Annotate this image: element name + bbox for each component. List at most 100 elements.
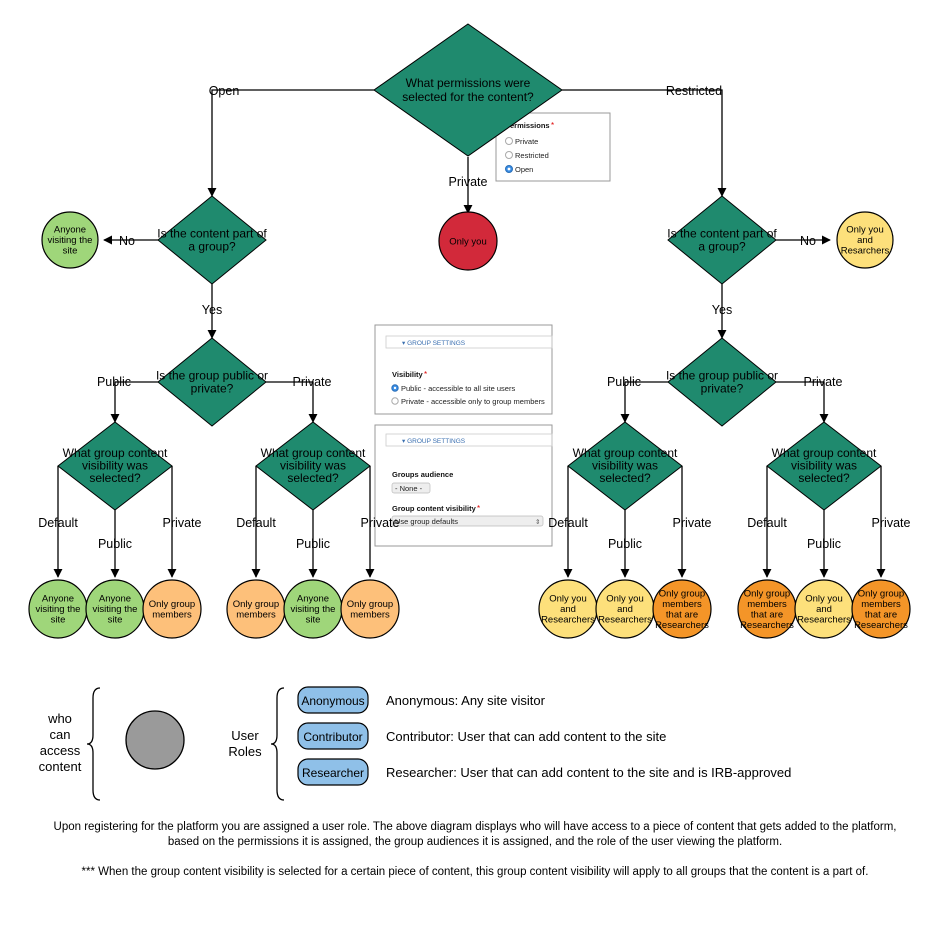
decision-visibility-left-public-text: selected? [89,471,141,485]
decision-group-right: Is the content part ofa group? [667,195,777,285]
visibility-option-private: Private - accessible only to group membe… [401,397,545,406]
label-default-rpriv: Default [747,516,787,530]
outcome-anyone-left-text: site [63,246,78,257]
group-content-visibility-select[interactable] [391,515,544,527]
visibility-option-public: Public - accessible to all site users [401,384,515,393]
decision-group-left-text: Is the content part of [157,226,267,240]
legend-access-line-3: access [40,743,81,758]
outcome-lpriv-private-text: members [350,609,390,620]
radio-private[interactable] [505,137,513,145]
role-name: Anonymous [301,694,364,708]
decision-visibility-left-public-text: What group content [63,446,168,460]
outcome-lpriv-public-text: Anyone [297,594,329,605]
svg-text:*: * [477,504,480,513]
svg-text:*: * [424,370,427,379]
edge-left-public [110,381,158,423]
outcome-rpub-private-text: members [662,599,702,610]
outcome-lpriv-default-text: members [236,609,276,620]
permissions-title: Permissions [505,121,550,130]
radio-visibility-private[interactable] [391,397,399,405]
groups-audience-select[interactable] [391,482,431,494]
outcome-rpriv-default-text: that are [751,609,783,620]
label-private-rpriv: Private [872,516,911,530]
permission-option-private: Private [515,137,538,146]
decision-visibility-right-private-text: selected? [798,471,850,485]
role-description: Contributor: User that can add content t… [386,729,666,744]
outcome-anyone-left-text: visiting the [48,235,93,246]
label-default-rpub: Default [548,516,588,530]
label-no-right: No [800,234,816,248]
outcome-lpriv-default-text: Only group [233,599,279,610]
outcome-rpriv-public-text: Only you [805,594,843,605]
decision-visibility-left-private-text: What group content [261,446,366,460]
label-private-left: Private [293,375,332,389]
edge-left-private [266,381,318,423]
label-open: Open [209,84,240,98]
label-private-lpriv: Private [361,516,400,530]
label-no-left: No [119,234,135,248]
label-public-rpriv: Public [807,537,841,551]
outcome-lpub-public-text: site [108,615,123,626]
outcome-rpriv-private-text: Only group [858,588,904,599]
outcome-you-researchers-right-text: Resarchers [841,246,890,257]
label-public-rpub: Public [608,537,642,551]
group-content-visibility-label: Group content visibility [392,504,477,513]
outcome-lpriv-private-text: Only group [347,599,393,610]
outcome-rpriv-default-text: Only group [744,588,790,599]
outcome-rpriv-public-text: and [816,604,832,615]
flowchart-connectors [53,89,886,578]
decision-visibility-right-public-text: selected? [599,471,651,485]
label-private-rpub: Private [673,516,712,530]
decision-visibility-left-public-text: visibility was [82,459,148,473]
permission-option-open: Open [515,165,533,174]
decision-visibility-right-public-text: What group content [573,446,678,460]
outcome-rpub-public-text: Only you [606,594,644,605]
decision-group-left: Is the content part ofa group? [157,195,267,285]
radio-restricted[interactable] [505,151,513,159]
outcome-anyone-left-text: Anyone [54,225,86,236]
decision-public-private-left-text: private? [191,381,234,395]
group-settings-header[interactable]: ▾ GROUP SETTINGS [402,340,466,347]
decision-group-right-text: a group? [698,239,746,253]
outcome-lpub-private-text: Only group [149,599,195,610]
outcome-rpub-public-text: Researchers [598,615,652,626]
decision-permissions-text: selected for the content? [402,90,534,104]
decision-permissions-text: What permissions were [406,76,531,90]
outcome-rpriv-default-text: Researchers [740,620,794,631]
decision-public-private-right-text: Is the group public or [666,368,778,382]
role-pill [297,686,369,714]
label-private-right: Private [804,375,843,389]
outcome-you-researchers-right-text: Only you [846,225,884,236]
outcome-only-you-text: Only you [449,236,487,247]
outcome-rpriv-public-text: Researchers [797,615,851,626]
decision-visibility-right-public-text: visibility was [592,459,658,473]
outcome-rpub-default-text: Researchers [541,615,595,626]
select-arrows-icon: ⇕ [535,518,540,526]
legend-roles-line-2: Roles [228,744,262,759]
outcome-rpriv-private-text: Researchers [854,620,908,631]
decision-visibility-left-private-text: visibility was [280,459,346,473]
outcome-lpub-public-text: Anyone [99,594,131,605]
visibility-label: Visibility [392,370,424,379]
group-settings-header-2[interactable]: ▾ GROUP SETTINGS [402,438,466,445]
outcome-lpriv-public-text: site [306,615,321,626]
outcome-lpub-private-text: members [152,609,192,620]
permissions-panel: Permissions * Private Restricted Open [495,112,611,182]
decision-visibility-left-private-text: selected? [287,471,339,485]
